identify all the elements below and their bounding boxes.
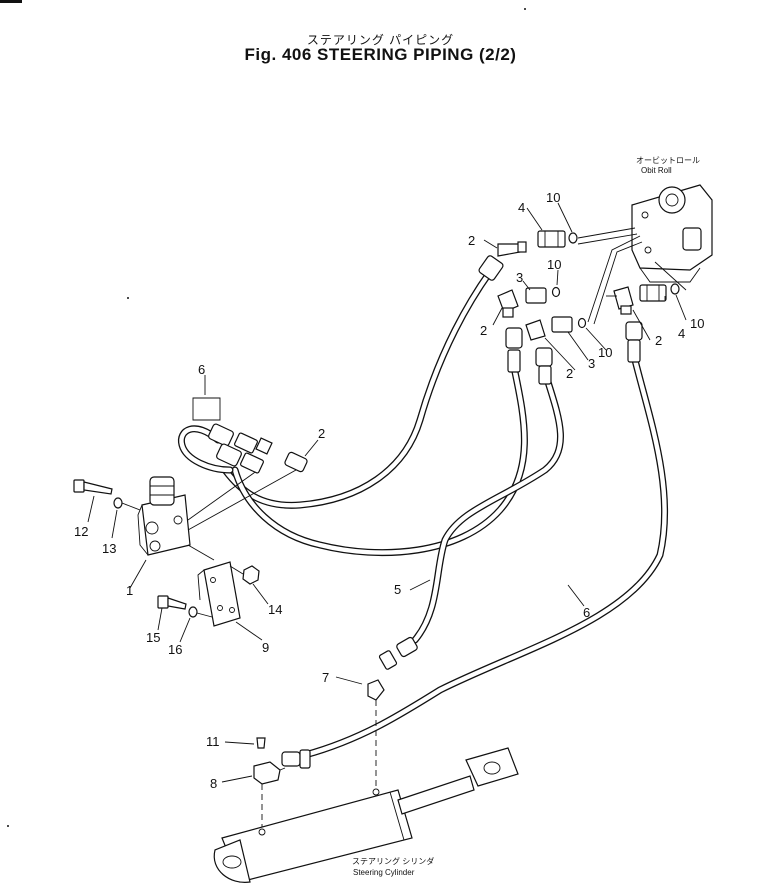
hose-lower-left — [231, 368, 528, 557]
hose-5-end-fitting — [396, 636, 418, 658]
callout-4-upper: 4 — [518, 200, 525, 215]
callout-11: 11 — [206, 734, 220, 749]
callout-9: 9 — [262, 640, 269, 655]
fitting-adapter-4-upper — [537, 230, 566, 248]
elbow-7 — [367, 679, 385, 701]
callout-2-right: 2 — [655, 333, 662, 348]
hose-end-upper — [478, 255, 504, 281]
bolt-15 — [157, 595, 187, 610]
hose-6 — [301, 356, 669, 759]
callout-12: 12 — [74, 524, 88, 539]
valve-fittings-6 — [208, 423, 308, 474]
figure-title: Fig. 406 STEERING PIPING (2/2) — [244, 45, 517, 64]
fitting-elbow-2-lower — [525, 319, 546, 341]
leader-lines — [87, 202, 687, 783]
callout-3-lower: 3 — [588, 356, 595, 371]
obit-roll-label: Obit Roll — [641, 166, 672, 175]
hose-sleeve — [538, 365, 552, 385]
cylinder-label: Steering Cylinder — [353, 868, 415, 877]
callout-4-right: 4 — [678, 326, 685, 341]
obit-roll-label-japanese: オービットロール — [636, 156, 700, 165]
fitting-elbow-2-right — [613, 286, 634, 315]
callout-2-upper: 2 — [468, 233, 475, 248]
o-ring-10-lower — [577, 317, 587, 329]
callout-10-right: 10 — [690, 316, 704, 331]
o-ring-10-middle — [551, 286, 561, 298]
callout-8: 8 — [210, 776, 217, 791]
callout-2-valve: 2 — [318, 426, 325, 441]
washer-13 — [113, 497, 123, 509]
callout-7: 7 — [322, 670, 329, 685]
hose-loop-at-valve — [177, 425, 234, 474]
bolt-12 — [73, 479, 113, 495]
cylinder-label-japanese: ステアリング シリンダ — [352, 856, 434, 866]
steering-cylinder — [213, 747, 519, 883]
callout-10-middle: 10 — [547, 257, 561, 272]
callout-16: 16 — [168, 642, 182, 657]
fitting-11 — [256, 737, 266, 749]
hose-end-fitting — [505, 327, 523, 349]
hose-6-end-fitting — [281, 751, 301, 767]
callout-5: 5 — [394, 582, 401, 597]
fitting-elbow-2-upper — [497, 241, 527, 257]
o-ring-10-right — [670, 283, 680, 295]
o-ring-10-upper — [568, 232, 578, 244]
callout-14: 14 — [268, 602, 282, 617]
callout-2-middle: 2 — [480, 323, 487, 338]
nut-14 — [242, 565, 260, 585]
obit-roll-unit — [631, 184, 713, 283]
valve-block-1 — [137, 476, 191, 556]
fitting-adapter-3-upper — [525, 287, 547, 304]
hose-sleeve — [507, 349, 521, 373]
fitting-adapter-3-lower — [551, 316, 573, 333]
callout-2-lower: 2 — [566, 366, 573, 381]
callout-6-valve: 6 — [198, 362, 205, 377]
hose-upper-left — [221, 268, 494, 509]
fitting-adapter-4-right — [639, 284, 667, 302]
hose-sleeve — [627, 339, 641, 363]
corner-mark — [0, 0, 22, 3]
hose-6-sleeve — [299, 749, 311, 769]
callout-13: 13 — [102, 541, 116, 556]
callout-10-upper: 10 — [546, 190, 560, 205]
hose-end-fitting — [625, 321, 643, 341]
washer-16 — [188, 606, 198, 618]
callout-15: 15 — [146, 630, 160, 645]
fitting-elbow-2-middle — [497, 289, 519, 318]
callout-3-upper: 3 — [516, 270, 523, 285]
figure-title-japanese: ステアリング パイピング — [306, 33, 455, 47]
tee-fitting-8 — [253, 761, 281, 785]
callout-1: 1 — [126, 583, 133, 598]
hose-end-fitting — [535, 347, 553, 367]
callout-6-hose: 6 — [583, 605, 590, 620]
callout-10-lower: 10 — [598, 345, 612, 360]
hose-5 — [411, 378, 564, 644]
bracket-9 — [197, 561, 241, 627]
hose-5-nut — [378, 650, 398, 670]
